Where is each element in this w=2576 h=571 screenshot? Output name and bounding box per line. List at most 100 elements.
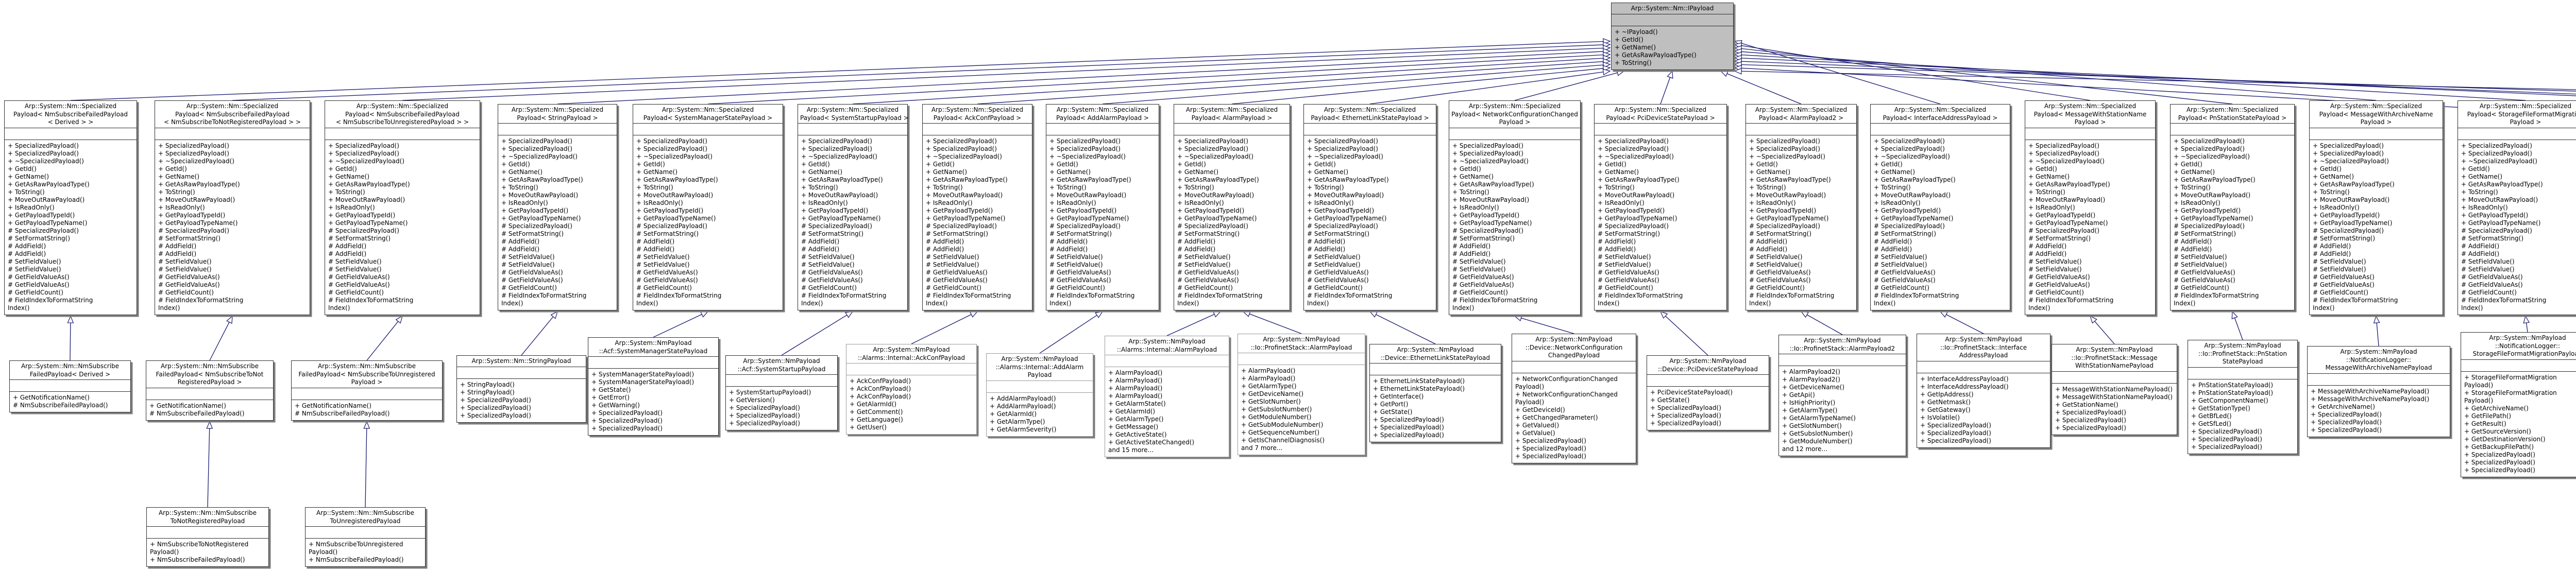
member-line: + NetworkConfigurationChanged (1515, 375, 1618, 383)
member-line: + GetNotificationName() (149, 402, 226, 409)
member-line: # SetFieldValue() (158, 257, 212, 265)
class-node-r3_4[interactable]: Arp::System::Nm::StringPayload+ StringPa… (456, 355, 586, 423)
class-node-r3_14[interactable]: Arp::System::NmPayload::Io::ProfinetStac… (1778, 335, 1906, 456)
attributes-compartment (2461, 360, 2576, 372)
member-line: # SpecializedPayload() (1177, 222, 1248, 230)
member-line: + GetPayloadTypeId() (2028, 211, 2096, 219)
member-line: + ~SpecializedPayload() (1598, 153, 1674, 160)
member-line: # AddField() (2174, 246, 2212, 253)
member-line: + GetPayloadTypeName() (158, 219, 238, 227)
member-line: + ToString() (1598, 184, 1635, 191)
member-line: # AddField() (1177, 246, 1216, 253)
member-line: + ToString() (2174, 184, 2211, 191)
class-node-r3_18[interactable]: Arp::System::NmPayload::NotificationLogg… (2307, 346, 2450, 437)
class-node-r3_12[interactable]: Arp::System::NmPayload::Device::NetworkC… (1512, 334, 1636, 463)
member-line: + GetName() (1874, 168, 1916, 176)
class-node-r3_13[interactable]: Arp::System::NmPayload::Device::PciDevic… (1647, 355, 1769, 430)
members-compartment: + SpecializedPayload()+ SpecializedPaylo… (1746, 135, 1856, 310)
member-line: + GetValued() (1515, 421, 1560, 429)
member-line: # FieldIndexToFormatString (2174, 292, 2259, 299)
members-compartment: + SpecializedPayload()+ SpecializedPaylo… (1449, 140, 1580, 315)
member-line: # FieldIndexToFormatString (1049, 292, 1135, 299)
members-compartment: + SpecializedPayload()+ SpecializedPaylo… (1595, 135, 1726, 310)
member-line: + GetName() (2461, 172, 2503, 180)
members-compartment: + SpecializedPayload()+ SpecializedPaylo… (2310, 140, 2443, 315)
class-node-r3_11[interactable]: Arp::System::NmPayload::Device::Ethernet… (1369, 344, 1501, 442)
member-line: # AddField() (2028, 242, 2067, 250)
member-line: # GetFieldValueAs() (1598, 269, 1659, 276)
member-line: + SpecializedPayload() (1515, 444, 1586, 452)
member-line: + GetIsChannelDiagnosis() (1241, 437, 1325, 444)
members-compartment: + SpecializedPayload()+ SpecializedPaylo… (798, 135, 907, 310)
member-line: + GetId() (801, 161, 830, 168)
member-line: # GetFieldValueAs() (1307, 276, 1369, 284)
class-node-r3_19[interactable]: Arp::System::NmPayload::NotificationLogg… (2461, 332, 2576, 477)
member-line: # NmSubscribeFailedPayload() (295, 409, 390, 417)
members-compartment: + SpecializedPayload()+ SpecializedPaylo… (2458, 140, 2576, 315)
member-line: + EthernetLinkStatePayload() (1373, 377, 1465, 385)
member-line: + NmSubscribeToNotRegistered (150, 541, 249, 548)
member-line: + SpecializedPayload() (501, 145, 572, 152)
class-node-r3_5[interactable]: Arp::System::NmPayload::Acf::SystemManag… (588, 337, 719, 436)
member-line: + GetName() (501, 168, 543, 176)
member-line: + SpecializedPayload() (801, 137, 872, 145)
member-line: + SpecializedPayload() (2311, 426, 2382, 434)
member-line: # SetFormatString() (801, 230, 864, 237)
member-line: + GetPayloadTypeName() (1749, 215, 1829, 222)
class-node-r3_6[interactable]: Arp::System::NmPayload::Acf::SystemStart… (725, 355, 838, 430)
member-line: + GetPayloadTypeName() (328, 219, 408, 227)
class-node-r3_15[interactable]: Arp::System::NmPayload::Io::ProfinetStac… (1917, 334, 2050, 448)
class-node-r3_16[interactable]: Arp::System::NmPayload::Io::ProfinetStac… (2052, 344, 2177, 435)
member-line: + ToString() (2028, 188, 2065, 196)
member-line: + AlarmPayload2() (1782, 368, 1840, 375)
members-compartment: + SpecializedPayload()+ SpecializedPaylo… (923, 135, 1032, 310)
class-node-r3_7[interactable]: Arp::System::NmPayload::Alarms::Internal… (846, 344, 977, 435)
class-title: Arp::System::NmPayload::Alarms::Internal… (987, 354, 1093, 381)
member-line: # GetFieldValueAs() (1452, 281, 1514, 288)
class-node-r3_9[interactable]: Arp::System::NmPayload::Alarms::Internal… (1105, 336, 1229, 457)
class-node-r3_17[interactable]: Arp::System::NmPayload::Io::ProfinetStac… (2188, 340, 2298, 454)
member-line: + GetAsRawPayloadType() (1452, 180, 1534, 188)
member-line: # GetFieldValueAs() (1749, 269, 1811, 276)
class-node-r3_8[interactable]: Arp::System::NmPayload::Alarms::Internal… (986, 353, 1093, 437)
member-line: Payload() (1515, 383, 1545, 390)
attributes-compartment (1238, 353, 1365, 365)
member-line: Index() (158, 304, 180, 312)
member-line: + ~IPayload() (1615, 28, 1658, 36)
member-line: + AddAlarmPayload() (990, 394, 1056, 402)
member-line: # AddField() (2461, 250, 2500, 257)
members-compartment: + GetNotificationName()# NmSubscribeFail… (10, 392, 130, 412)
member-line: + SystemStartupPayload() (729, 389, 811, 396)
class-node-r3_10[interactable]: Arp::System::NmPayload::Io::ProfinetStac… (1238, 334, 1365, 455)
member-line: + GetId() (8, 165, 37, 172)
member-line: + GetArchiveName() (2464, 404, 2529, 412)
member-line: + SpecializedPayload() (328, 149, 399, 157)
member-line: + ~SpecializedPayload() (2461, 157, 2537, 165)
member-line: # GetFieldValueAs() (2313, 281, 2375, 288)
member-line: + GetPayloadTypeName() (2461, 219, 2541, 227)
attributes-compartment (10, 380, 130, 392)
